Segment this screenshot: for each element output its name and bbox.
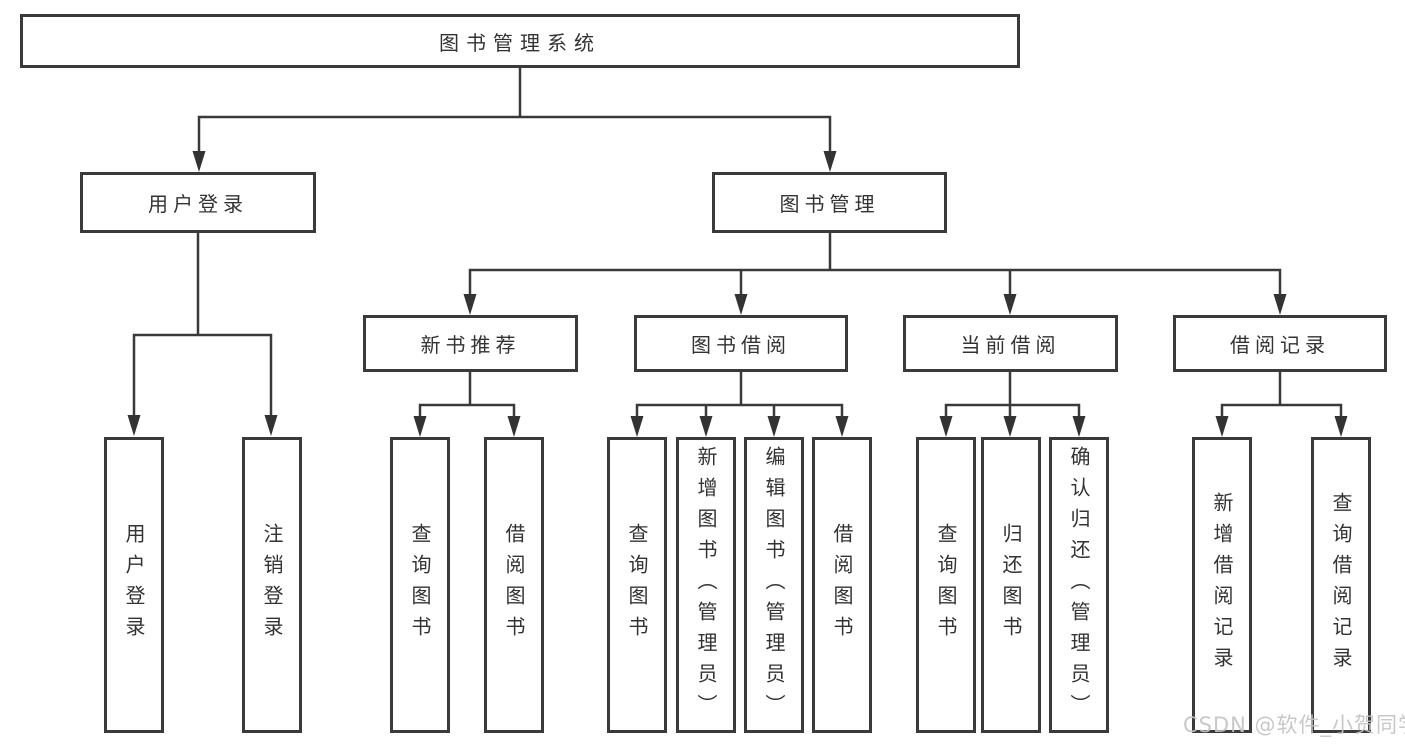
node-leaf-edit-books-admin: 编辑图书（管理员）: [744, 437, 804, 733]
node-book-management: 图书管理: [712, 172, 947, 233]
node-label: 用户登录: [148, 192, 248, 216]
csdn-watermark: CSDN @软件_小贺同学: [1183, 713, 1405, 737]
node-leaf-user-login: 用户登录: [104, 437, 164, 733]
node-label: 图书管理系统: [439, 30, 601, 55]
node-leaf-query-books-1: 查询图书: [390, 437, 450, 733]
node-leaf-add-borrow-record: 新增借阅记录: [1192, 437, 1252, 733]
node-label: 用户登录: [122, 523, 146, 647]
node-user-login: 用户登录: [80, 172, 316, 233]
node-label: 借阅图书: [830, 523, 854, 647]
node-new-book-recommend: 新书推荐: [363, 315, 578, 372]
node-borrowing-records: 借阅记录: [1173, 315, 1387, 372]
node-leaf-query-borrow-record: 查询借阅记录: [1311, 437, 1371, 733]
node-label: 查询借阅记录: [1329, 492, 1353, 678]
node-label: 借阅记录: [1230, 333, 1330, 357]
node-leaf-return-books: 归还图书: [981, 437, 1041, 733]
node-label: 注销登录: [260, 523, 284, 647]
node-leaf-query-books-3: 查询图书: [916, 437, 976, 733]
node-book-borrowing: 图书借阅: [634, 315, 848, 372]
node-label: 编辑图书（管理员）: [762, 445, 786, 725]
node-current-borrowing: 当前借阅: [903, 315, 1118, 372]
node-root-library-system: 图书管理系统: [20, 14, 1020, 68]
node-label: 当前借阅: [960, 333, 1061, 357]
node-leaf-confirm-return-admin: 确认归还（管理员）: [1049, 437, 1109, 733]
node-leaf-borrow-books-1: 借阅图书: [484, 437, 544, 733]
node-label: 查询图书: [625, 523, 649, 647]
arrowheads: [127, 151, 1348, 437]
node-label: 查询图书: [934, 523, 958, 647]
node-label: 查询图书: [408, 523, 432, 647]
node-label: 归还图书: [999, 523, 1023, 647]
node-label: 确认归还（管理员）: [1067, 445, 1091, 725]
node-label: 新增借阅记录: [1210, 492, 1234, 678]
node-label: 图书管理: [779, 192, 880, 216]
node-leaf-borrow-books-2: 借阅图书: [812, 437, 872, 733]
node-leaf-query-books-2: 查询图书: [607, 437, 667, 733]
node-leaf-logout: 注销登录: [242, 437, 302, 733]
node-label: 新书推荐: [420, 333, 521, 357]
node-label: 图书借阅: [691, 333, 791, 357]
node-label: 借阅图书: [502, 523, 526, 647]
node-label: 新增图书（管理员）: [694, 445, 718, 725]
node-leaf-add-books-admin: 新增图书（管理员）: [676, 437, 736, 733]
